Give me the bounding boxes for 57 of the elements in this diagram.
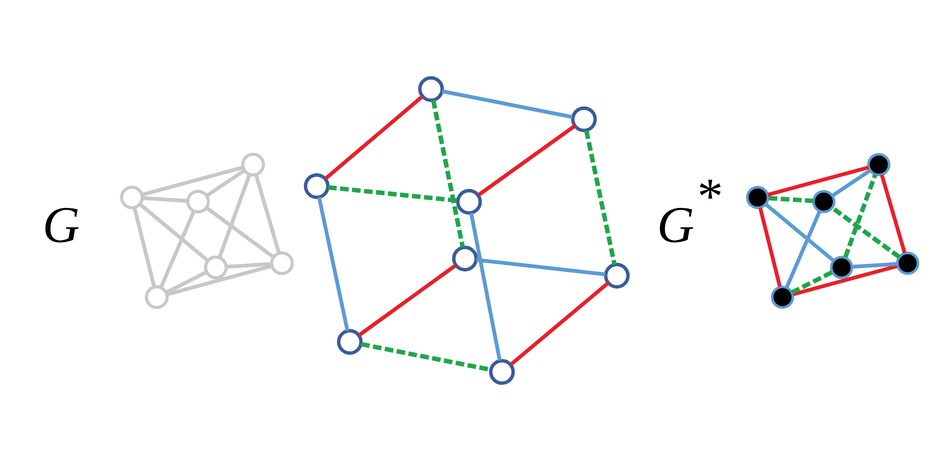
node-circle: [456, 188, 482, 214]
connector: [360, 342, 491, 372]
connector: [469, 212, 502, 360]
connector: [584, 130, 617, 264]
connector: [843, 174, 878, 258]
connector: [792, 264, 898, 296]
connector: [165, 270, 207, 294]
connector: [478, 124, 576, 196]
node-circle: [867, 152, 890, 176]
node-circle: [270, 250, 294, 275]
connector: [328, 184, 458, 202]
connector: [142, 196, 188, 202]
connector: [768, 195, 814, 203]
connector: [784, 210, 822, 288]
node-circle: [604, 262, 630, 288]
connector: [832, 168, 872, 197]
node-circle: [418, 76, 444, 102]
connector: [442, 88, 573, 118]
connector: [132, 206, 156, 286]
node-circle: [120, 185, 144, 209]
connector: [510, 281, 610, 366]
node-circle: [304, 172, 330, 199]
node-circle: [830, 255, 854, 279]
connector: [142, 165, 244, 196]
node-circle: [896, 251, 920, 274]
connector: [758, 206, 782, 286]
connector: [790, 270, 833, 294]
connector: [226, 262, 272, 268]
node-circle: [241, 152, 265, 176]
connector: [767, 165, 869, 196]
node-circle: [812, 190, 836, 213]
node-circle: [452, 245, 478, 271]
connector: [139, 202, 209, 262]
node-circle: [144, 284, 169, 309]
node-circle: [489, 358, 515, 384]
connector: [205, 206, 275, 258]
node-circle: [746, 185, 770, 209]
connector: [476, 257, 606, 276]
node-circle: [770, 285, 794, 308]
connector: [206, 168, 246, 197]
node-circle: [336, 328, 363, 354]
connector: [254, 174, 281, 253]
connector: [358, 264, 456, 336]
label: G: [42, 196, 80, 254]
connector: [764, 202, 834, 262]
node-circle: [186, 189, 210, 213]
node-circle: [571, 106, 597, 132]
connector: [852, 262, 898, 268]
connector: [159, 210, 196, 288]
node-circle: [204, 255, 228, 279]
connector: [317, 196, 350, 331]
connector: [324, 94, 424, 180]
connector: [218, 174, 252, 258]
connector: [166, 264, 272, 296]
connector: [830, 205, 901, 258]
connector: [431, 99, 465, 248]
connector: [880, 174, 906, 253]
